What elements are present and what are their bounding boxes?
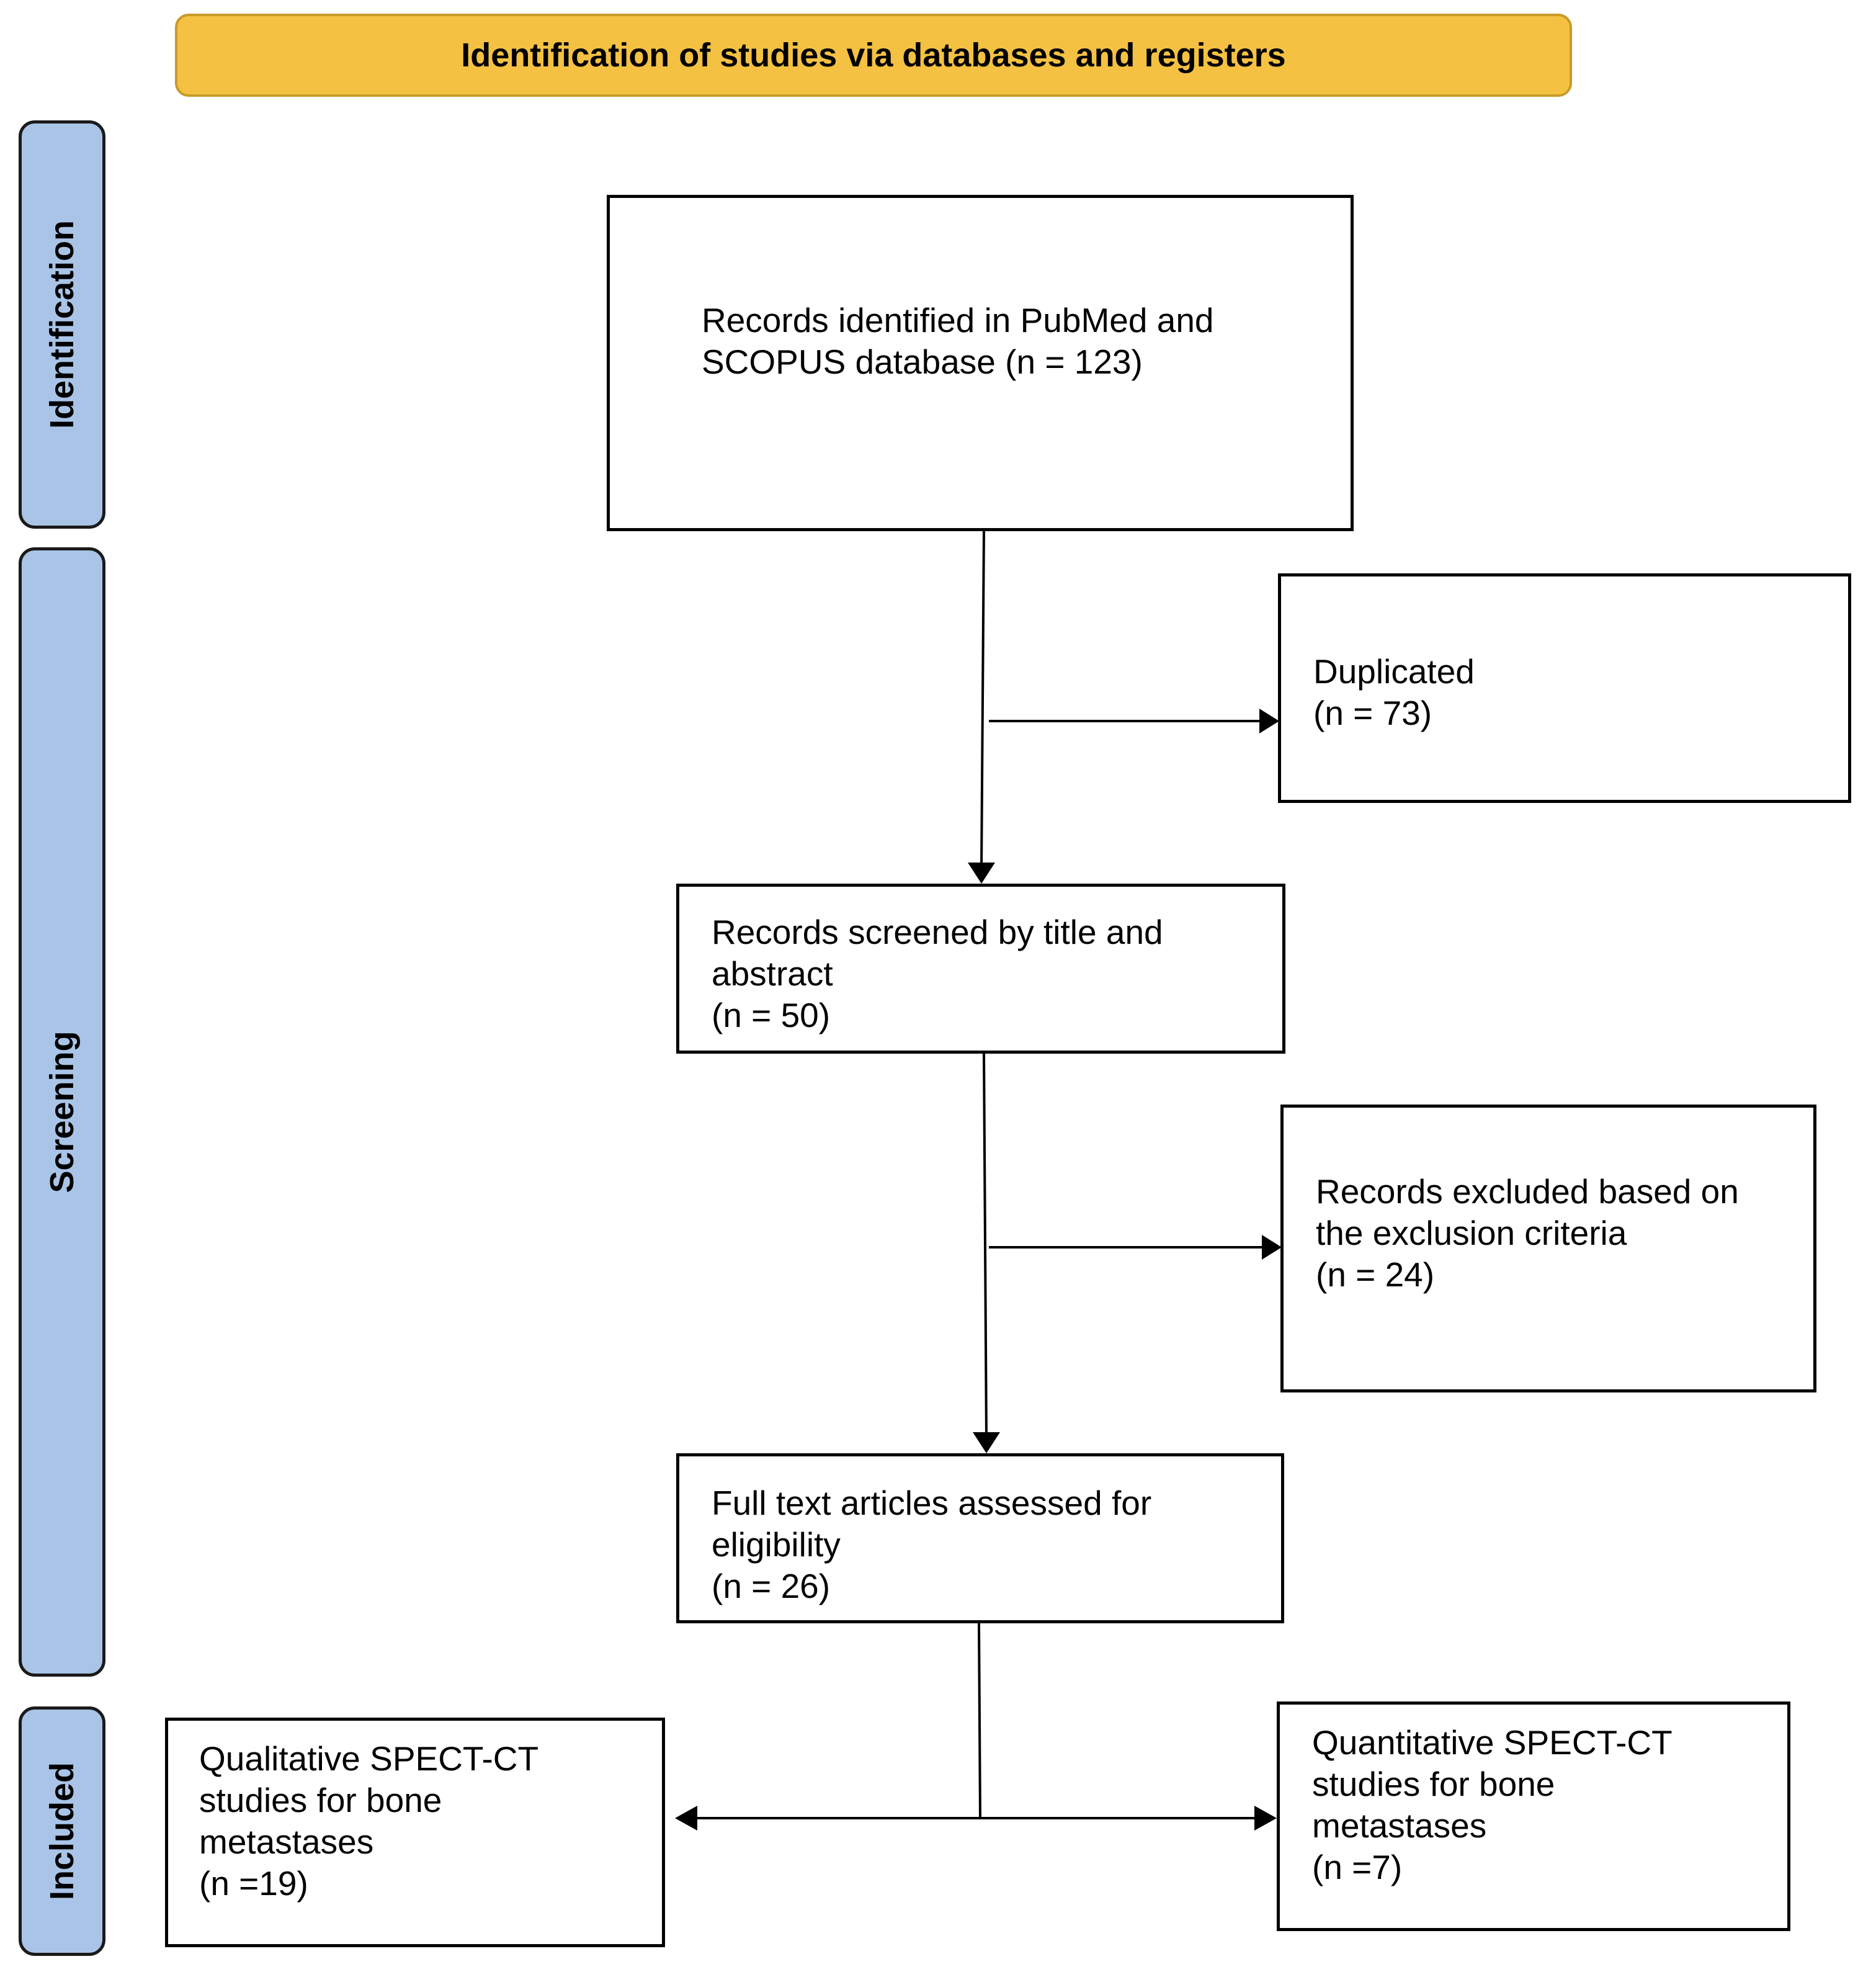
connector-fulltext-down [978, 1623, 981, 1819]
duplicated-box: Duplicated (n = 73) [1278, 573, 1851, 803]
arrowhead-screened [968, 863, 995, 884]
connector-screened-to-fulltext [983, 1053, 988, 1439]
phase-identification: Identification [19, 120, 105, 529]
qualitative-studies-box: Qualitative SPECT-CT studies for bone me… [165, 1718, 665, 1947]
header-banner: Identification of studies via databases … [175, 14, 1572, 97]
phase-included: Included [19, 1706, 105, 1956]
phase-screening: Screening [19, 547, 105, 1677]
records-excluded-box: Records excluded based on the exclusion … [1280, 1105, 1816, 1392]
fulltext-assessed-box: Full text articles assessed for eligibil… [676, 1453, 1284, 1623]
arrowhead-fulltext [973, 1432, 1000, 1453]
quantitative-studies-box: Quantitative SPECT-CT studies for bone m… [1277, 1701, 1790, 1931]
arrowhead-excluded [1262, 1235, 1282, 1260]
records-screened-box: Records screened by title and abstract (… [676, 884, 1285, 1054]
connector-identified-to-screened [980, 531, 985, 869]
arrowhead-duplicated [1259, 709, 1279, 733]
header-title: Identification of studies via databases … [461, 37, 1286, 74]
records-identified-box: Records identified in PubMed and SCOPUS … [607, 195, 1354, 531]
arrowhead-quantitative [1254, 1806, 1277, 1831]
arrowhead-qualitative [675, 1806, 697, 1831]
